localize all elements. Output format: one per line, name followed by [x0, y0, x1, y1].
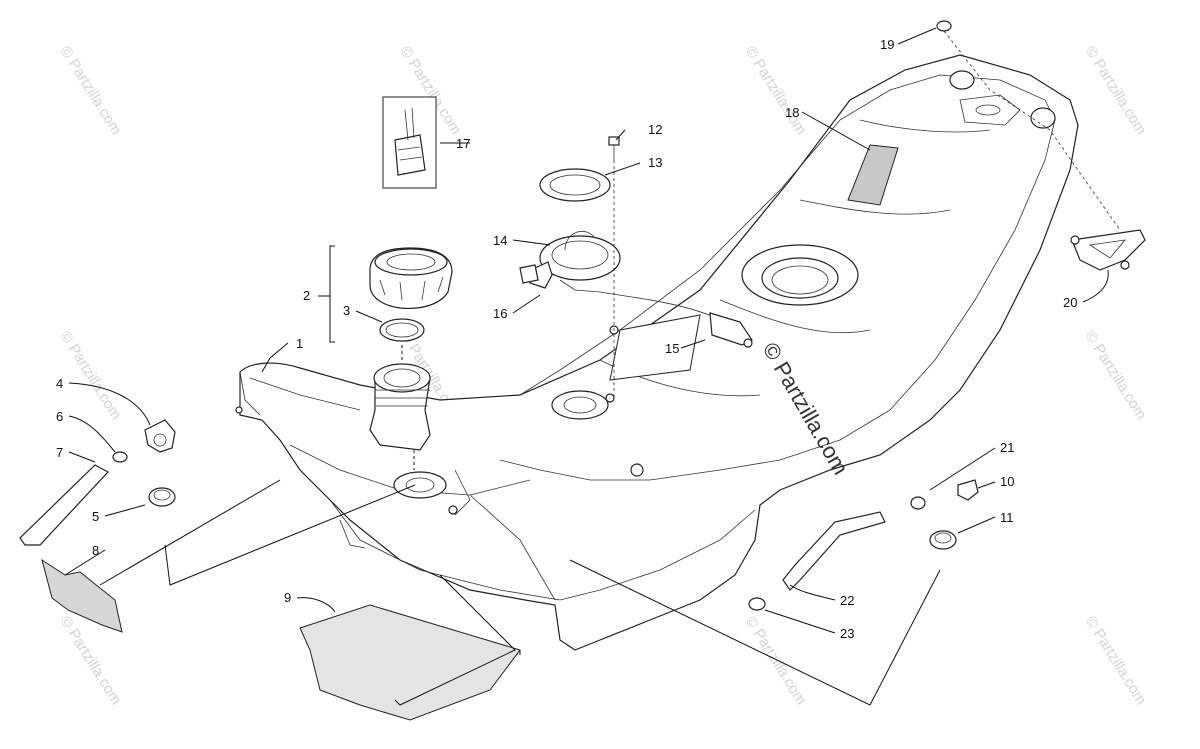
callout-2: 2: [303, 288, 310, 303]
watermark: © Partzilla.com: [742, 43, 810, 138]
fuel-cap-2: [369, 247, 453, 310]
fuel-tank: [235, 54, 1079, 651]
callout-14: 14: [493, 233, 507, 248]
bolt-12: [608, 136, 620, 400]
pump-gasket-13: [539, 168, 611, 202]
watermark: © Partzilla.com: [57, 43, 125, 138]
callout-labels: 1 2 3 4 5 6 7 8 9 10 11 12 13 14 15 16 1…: [56, 37, 1077, 641]
vent-hose-7: [19, 464, 109, 546]
grommet-5: [148, 487, 176, 507]
callout-17: 17: [456, 136, 470, 151]
decal-18: [847, 144, 899, 206]
callout-9: 9: [284, 590, 291, 605]
heat-shield-8: [41, 558, 123, 633]
watermark: © Partzilla.com: [1082, 43, 1150, 138]
callout-23: 23: [840, 626, 854, 641]
callout-15: 15: [665, 341, 679, 356]
fuel-pump-14: [519, 230, 753, 348]
sensor-17: [382, 96, 437, 189]
watermark: © Partzilla.com: [1082, 613, 1150, 708]
callout-7: 7: [56, 445, 63, 460]
callout-16: 16: [493, 306, 507, 321]
leader-lines: [64, 27, 1109, 706]
watermark: © Partzilla.com: [742, 613, 810, 708]
callout-22: 22: [840, 593, 854, 608]
tee-fitting-10: [957, 479, 979, 501]
vent-valve-4: [144, 419, 176, 453]
clamp-6: [112, 451, 128, 463]
callout-21: 21: [1000, 440, 1014, 455]
callout-18: 18: [785, 105, 799, 120]
callout-6: 6: [56, 409, 63, 424]
callout-11: 11: [1000, 510, 1014, 525]
vent-hose-22: [782, 511, 886, 591]
heat-shield-9: [299, 604, 521, 721]
callout-5: 5: [92, 509, 99, 524]
gasket-ring-3: [379, 318, 425, 342]
watermark: © Partzilla.com: [57, 328, 125, 423]
watermark: © Partzilla.com: [1082, 328, 1150, 423]
callout-4: 4: [56, 376, 63, 391]
callout-10: 10: [1000, 474, 1014, 489]
callout-8: 8: [92, 543, 99, 558]
clamp-21: [910, 496, 926, 510]
callout-3: 3: [343, 303, 350, 318]
grommet-11: [929, 530, 957, 550]
callout-20: 20: [1063, 295, 1077, 310]
callout-1: 1: [296, 336, 303, 351]
bracket-20: [1070, 229, 1146, 271]
callout-12: 12: [648, 122, 662, 137]
decal-15: [609, 314, 701, 381]
callout-19: 19: [880, 37, 894, 52]
filler-neck: [369, 363, 431, 451]
clamp-23: [748, 597, 766, 611]
nut-19: [936, 20, 1121, 231]
callout-13: 13: [648, 155, 662, 170]
